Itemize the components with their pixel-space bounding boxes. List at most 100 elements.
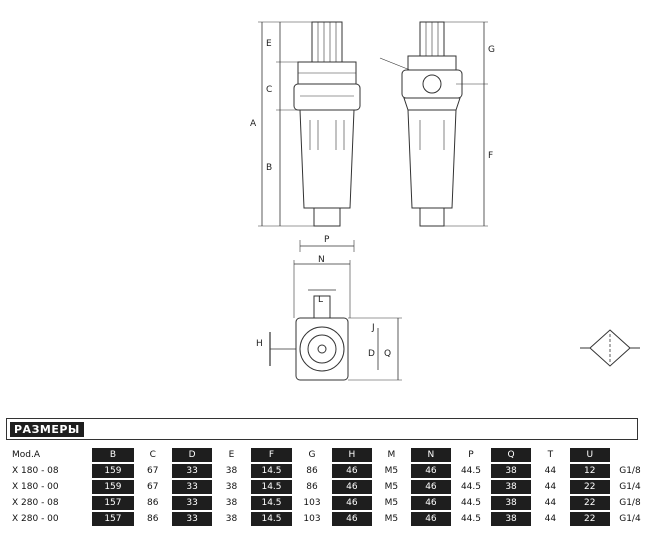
table-cell: G1/8	[619, 466, 641, 476]
table-cell: 33	[171, 480, 213, 494]
table-cell: 46	[410, 464, 452, 478]
table-cell: 44	[544, 482, 557, 492]
table-cell: 157	[92, 512, 134, 526]
table-cell: 46	[331, 480, 373, 494]
top-view	[269, 260, 402, 381]
table-cell: 46	[410, 512, 452, 526]
table-cell: M5	[384, 498, 399, 508]
table-cell: 22	[569, 496, 610, 510]
dimensions-table: Mod.A B C D E F G H M N P Q T U X 180 - …	[8, 446, 650, 528]
filter-symbol	[580, 329, 640, 367]
dim-label-a: A	[250, 119, 257, 129]
table-cell: 103	[303, 498, 321, 508]
table-cell: 46	[331, 464, 373, 478]
table-cell: G1/4	[619, 482, 641, 492]
dim-label-l: L	[318, 295, 323, 305]
table-row: X 280 - 00 157 86 33 38 14.5 103 46 M5 4…	[12, 512, 646, 526]
table-cell: 46	[331, 512, 373, 526]
table-cell: 38	[490, 512, 532, 526]
column-header: C	[149, 450, 156, 460]
table-cell: X 280 - 08	[12, 498, 59, 508]
technical-drawing: E C A B P G F	[250, 21, 640, 381]
front-view	[379, 21, 488, 227]
table-cell: M5	[384, 514, 399, 524]
column-header	[614, 448, 646, 462]
table-cell: 38	[490, 480, 532, 494]
table-cell: 38	[225, 466, 238, 476]
column-header: T	[547, 450, 554, 460]
table-cell: 38	[225, 482, 238, 492]
table-cell: 14.5	[250, 512, 293, 526]
column-header: F	[250, 448, 293, 462]
dim-label-h: H	[256, 339, 263, 349]
table-cell: 38	[490, 464, 532, 478]
table-cell: 14.5	[250, 496, 293, 510]
table-cell: 44.5	[460, 498, 481, 508]
table-cell: 67	[147, 482, 159, 492]
table-cell: 67	[147, 466, 159, 476]
table-cell: 86	[147, 498, 159, 508]
table-cell: 86	[306, 482, 318, 492]
table-cell: G1/4	[619, 514, 641, 524]
column-header: Mod.A	[12, 450, 41, 460]
table-cell: 33	[171, 496, 213, 510]
column-header: P	[468, 450, 474, 460]
table-cell: 44.5	[460, 514, 481, 524]
table-cell: 46	[331, 496, 373, 510]
dim-label-c: C	[266, 85, 272, 95]
table-row: X 280 - 08 157 86 33 38 14.5 103 46 M5 4…	[12, 496, 646, 510]
dim-label-f: F	[488, 151, 493, 161]
column-header: G	[308, 450, 316, 460]
table-cell: 38	[225, 514, 238, 524]
dim-label-q: Q	[384, 349, 391, 359]
column-header: E	[228, 450, 235, 460]
table-cell: 103	[303, 514, 321, 524]
table-cell: 44.5	[460, 466, 481, 476]
table-cell: 22	[569, 512, 610, 526]
column-header: Q	[490, 448, 532, 462]
table-row: X 180 - 08 159 67 33 38 14.5 86 46 M5 46…	[12, 464, 646, 478]
column-header: B	[92, 448, 134, 462]
table-cell: 33	[171, 512, 213, 526]
table-cell: 46	[410, 480, 452, 494]
table-cell: 22	[569, 480, 610, 494]
column-header: N	[410, 448, 452, 462]
dim-label-n: N	[318, 255, 325, 265]
dim-label-e: E	[266, 39, 272, 49]
table-cell: 159	[92, 464, 134, 478]
dim-label-j: J	[371, 323, 375, 333]
table-cell: 14.5	[250, 464, 293, 478]
table-cell: 44	[544, 498, 557, 508]
table-cell: 44	[544, 514, 557, 524]
dim-label-b: B	[266, 163, 272, 173]
table-cell: M5	[384, 466, 399, 476]
side-view	[258, 21, 361, 252]
table-cell: X 280 - 00	[12, 514, 59, 524]
table-cell: M5	[384, 482, 399, 492]
table-cell: 38	[225, 498, 238, 508]
table-cell: 44	[544, 466, 557, 476]
table-cell: X 180 - 00	[12, 482, 59, 492]
table-row: X 180 - 00 159 67 33 38 14.5 86 46 M5 46…	[12, 480, 646, 494]
column-header: U	[569, 448, 610, 462]
table-header-row: Mod.A B C D E F G H M N P Q T U	[12, 448, 646, 462]
dim-label-g: G	[488, 45, 495, 55]
table-cell: X 180 - 08	[12, 466, 59, 476]
column-header: M	[387, 450, 396, 460]
table-cell: 46	[410, 496, 452, 510]
table-cell: 86	[147, 514, 159, 524]
table-cell: 33	[171, 464, 213, 478]
column-header: H	[331, 448, 373, 462]
dimensions-section-header: РАЗМЕРЫ	[6, 418, 638, 440]
table-cell: 44.5	[460, 482, 481, 492]
table-cell: 12	[569, 464, 610, 478]
column-header: D	[171, 448, 213, 462]
table-cell: 157	[92, 496, 134, 510]
dim-label-p: P	[324, 235, 330, 245]
table-cell: 159	[92, 480, 134, 494]
table-cell: G1/8	[619, 498, 641, 508]
table-cell: 14.5	[250, 480, 293, 494]
dim-label-d: D	[368, 349, 375, 359]
table-cell: 38	[490, 496, 532, 510]
table-cell: 86	[306, 466, 318, 476]
